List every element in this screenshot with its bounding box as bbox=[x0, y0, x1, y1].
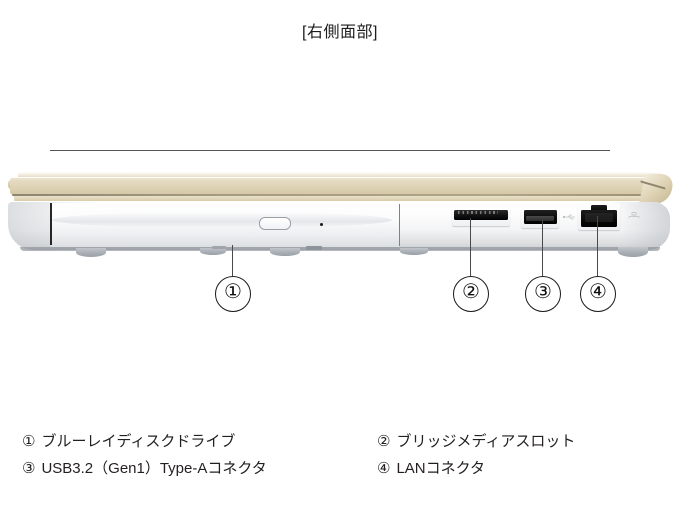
callout-leader-line-2 bbox=[470, 218, 471, 276]
lid-side-face bbox=[10, 177, 666, 195]
legend-label: ブルーレイディスクドライブ bbox=[41, 433, 236, 450]
callout-marker-2: ② bbox=[453, 276, 489, 312]
bridge-media-slot bbox=[454, 210, 508, 220]
callout-leader-line-4 bbox=[597, 216, 598, 276]
rubber-foot bbox=[270, 248, 300, 256]
legend-label: USB3.2（Gen1）Type-Aコネクタ bbox=[41, 460, 267, 477]
optical-drive-sheen bbox=[52, 212, 392, 228]
legend-marker: ③ bbox=[22, 460, 36, 477]
callout-leader-line-1 bbox=[232, 245, 233, 276]
page-title: [右側面部] bbox=[302, 24, 378, 41]
legend-item-1: ① ブルーレイディスクドライブ bbox=[22, 428, 377, 455]
lid-lip bbox=[14, 196, 664, 201]
bottom-vent bbox=[212, 246, 226, 249]
optical-drive-left-seam bbox=[50, 203, 52, 245]
legend-label: LANコネクタ bbox=[396, 460, 486, 477]
legend-item-4: ④ LANコネクタ bbox=[377, 455, 485, 482]
legend-row: ① ブルーレイディスクドライブ ② ブリッジメディアスロット bbox=[22, 428, 662, 455]
usb-port-tongue bbox=[526, 216, 554, 221]
bridge-media-slot-contacts bbox=[458, 211, 498, 214]
lan-port-clip-notch bbox=[591, 205, 607, 211]
legend-item-3: ③ USB3.2（Gen1）Type-Aコネクタ bbox=[22, 455, 377, 482]
legend-marker: ① bbox=[22, 433, 36, 450]
laptop-hinge bbox=[638, 174, 676, 204]
callout-marker-4: ④ bbox=[580, 276, 616, 312]
bottom-vent bbox=[306, 246, 322, 250]
laptop-lid bbox=[8, 172, 676, 204]
rubber-foot bbox=[400, 248, 428, 255]
callout-marker-3: ③ bbox=[525, 276, 561, 312]
base-top-seam bbox=[50, 150, 610, 151]
laptop-right-side-photo bbox=[0, 150, 680, 325]
lan-port-inner-cavity bbox=[585, 213, 613, 222]
lid-bottom-edge bbox=[12, 194, 664, 196]
optical-drive-eject-button[interactable] bbox=[259, 217, 291, 230]
legend-row: ③ USB3.2（Gen1）Type-Aコネクタ ④ LANコネクタ bbox=[22, 455, 662, 482]
base-bottom-edge bbox=[20, 247, 660, 251]
lid-top-surface bbox=[18, 172, 663, 178]
optical-drive-emergency-eject-hole bbox=[320, 223, 324, 227]
legend-item-2: ② ブリッジメディアスロット bbox=[377, 428, 575, 455]
rubber-foot bbox=[76, 248, 106, 257]
legend-label: ブリッジメディアスロット bbox=[396, 433, 576, 450]
rubber-foot bbox=[200, 248, 226, 255]
usb-trident-icon bbox=[563, 214, 575, 220]
legend: ① ブルーレイディスクドライブ ② ブリッジメディアスロット ③ USB3.2（… bbox=[22, 428, 662, 482]
callout-leader-line-3 bbox=[542, 220, 543, 276]
rubber-foot bbox=[618, 247, 648, 257]
callout-marker-1: ① bbox=[215, 276, 251, 312]
legend-marker: ④ bbox=[377, 460, 391, 477]
optical-drive-right-seam bbox=[399, 204, 400, 246]
legend-marker: ② bbox=[377, 433, 391, 450]
lan-network-icon bbox=[628, 212, 640, 218]
